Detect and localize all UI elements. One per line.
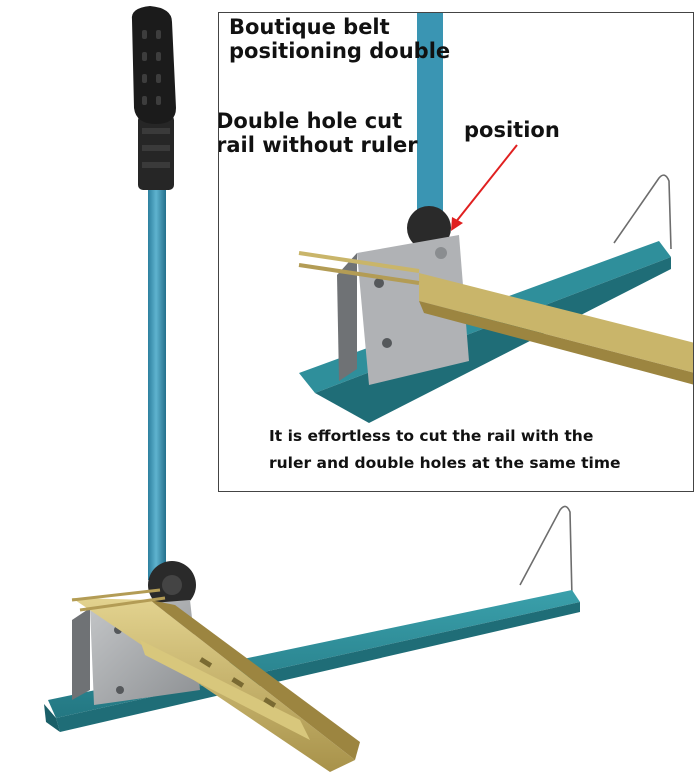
title-line-1: Boutique belt bbox=[229, 15, 390, 39]
callout-line-1: Double hole cut bbox=[218, 109, 403, 133]
inset-title: Boutique belt positioning double bbox=[229, 15, 450, 63]
caption-line-1: It is effortless to cut the rail with th… bbox=[269, 427, 594, 445]
inset-handle-pole bbox=[417, 13, 443, 223]
wire-guide-icon bbox=[613, 174, 672, 250]
caption-line-2: ruler and double holes at the same time bbox=[269, 454, 621, 473]
inset-din-rails bbox=[419, 273, 693, 373]
title-line-2: positioning double bbox=[229, 39, 451, 64]
callout-line-2: rail without ruler bbox=[218, 133, 418, 158]
wire-guide-icon bbox=[519, 505, 573, 599]
inset-closeup bbox=[298, 13, 693, 423]
position-label: position bbox=[464, 118, 560, 142]
din-rails bbox=[71, 588, 360, 772]
inset-caption: It is effortless to cut the rail with th… bbox=[269, 423, 621, 477]
ruler-callout: Double hole cut rail without ruler bbox=[218, 109, 418, 158]
red-arrow-icon bbox=[451, 144, 518, 231]
cutter-handle-icon bbox=[131, 6, 176, 580]
detail-inset: Boutique belt positioning double Double … bbox=[218, 12, 694, 492]
